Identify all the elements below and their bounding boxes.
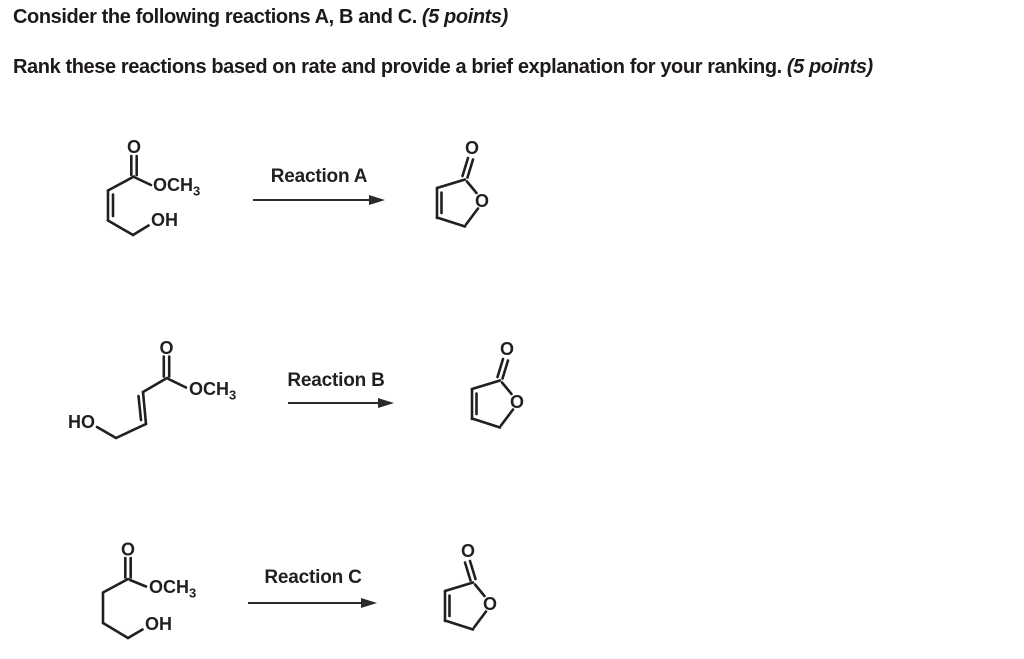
carbonyl-oxygen-label: O (121, 540, 135, 560)
methoxy-label: OCH3 (189, 379, 236, 403)
hydroxyl-label: HO (68, 412, 95, 432)
methoxy-label: OCH3 (149, 577, 196, 601)
question-line-1-text: Consider the following reactions A, B an… (13, 6, 417, 28)
ring-oxygen-label: O (510, 392, 524, 412)
reaction-a-reactant-bonds (106, 154, 153, 237)
carbonyl-oxygen-label: O (465, 138, 479, 158)
question-line-2: Rank these reactions based on rate and p… (13, 56, 873, 79)
reaction-b-reactant-bonds (95, 355, 188, 440)
carbonyl-oxygen-label: O (461, 541, 475, 561)
methoxy-label-text: OCH (189, 379, 229, 399)
ring-oxygen-label: O (475, 191, 489, 211)
reaction-b-product-structure: O O (470, 339, 524, 429)
question-line-1: Consider the following reactions A, B an… (13, 6, 508, 29)
question-line-2-text: Rank these reactions based on rate and p… (13, 56, 782, 78)
carbonyl-oxygen-label: O (159, 338, 173, 358)
hydroxyl-label: OH (145, 614, 172, 634)
ring-oxygen-label: O (483, 594, 497, 614)
reaction-a-arrow-icon (253, 195, 385, 205)
reaction-c-reactant-bonds (101, 556, 148, 640)
reaction-b-label: Reaction B (287, 370, 385, 391)
methoxy-label-text: OCH (149, 577, 189, 597)
reaction-a-product-structure: O O (435, 138, 489, 228)
carbonyl-oxygen-label: O (500, 339, 514, 359)
reaction-c-reactant-structure: O OCH3 OH (101, 540, 196, 640)
methoxy-label: OCH3 (153, 175, 200, 199)
hydroxyl-label: OH (151, 210, 178, 230)
question-line-2-points: (5 points) (786, 56, 873, 78)
methoxy-label-subscript: 3 (229, 388, 236, 403)
reaction-a-label: Reaction A (270, 166, 368, 187)
reaction-a-reactant-structure: O OCH3 OH (106, 137, 200, 237)
reaction-b-product-bonds (470, 357, 515, 429)
methoxy-label-subscript: 3 (189, 586, 196, 601)
reaction-c-arrow-icon (248, 598, 377, 608)
reaction-b-arrow-icon (288, 398, 394, 408)
carbonyl-oxygen-label: O (127, 137, 141, 157)
methoxy-label-text: OCH (153, 175, 193, 195)
reaction-a-product-bonds (435, 156, 480, 228)
reaction-c-label: Reaction C (264, 567, 362, 588)
reaction-c-product-bonds (443, 559, 488, 631)
reaction-c-product-structure: O O (443, 541, 497, 631)
question-line-1-points: (5 points) (421, 6, 508, 28)
reaction-b-reactant-structure: HO O OCH3 (68, 338, 236, 440)
methoxy-label-subscript: 3 (193, 184, 200, 199)
